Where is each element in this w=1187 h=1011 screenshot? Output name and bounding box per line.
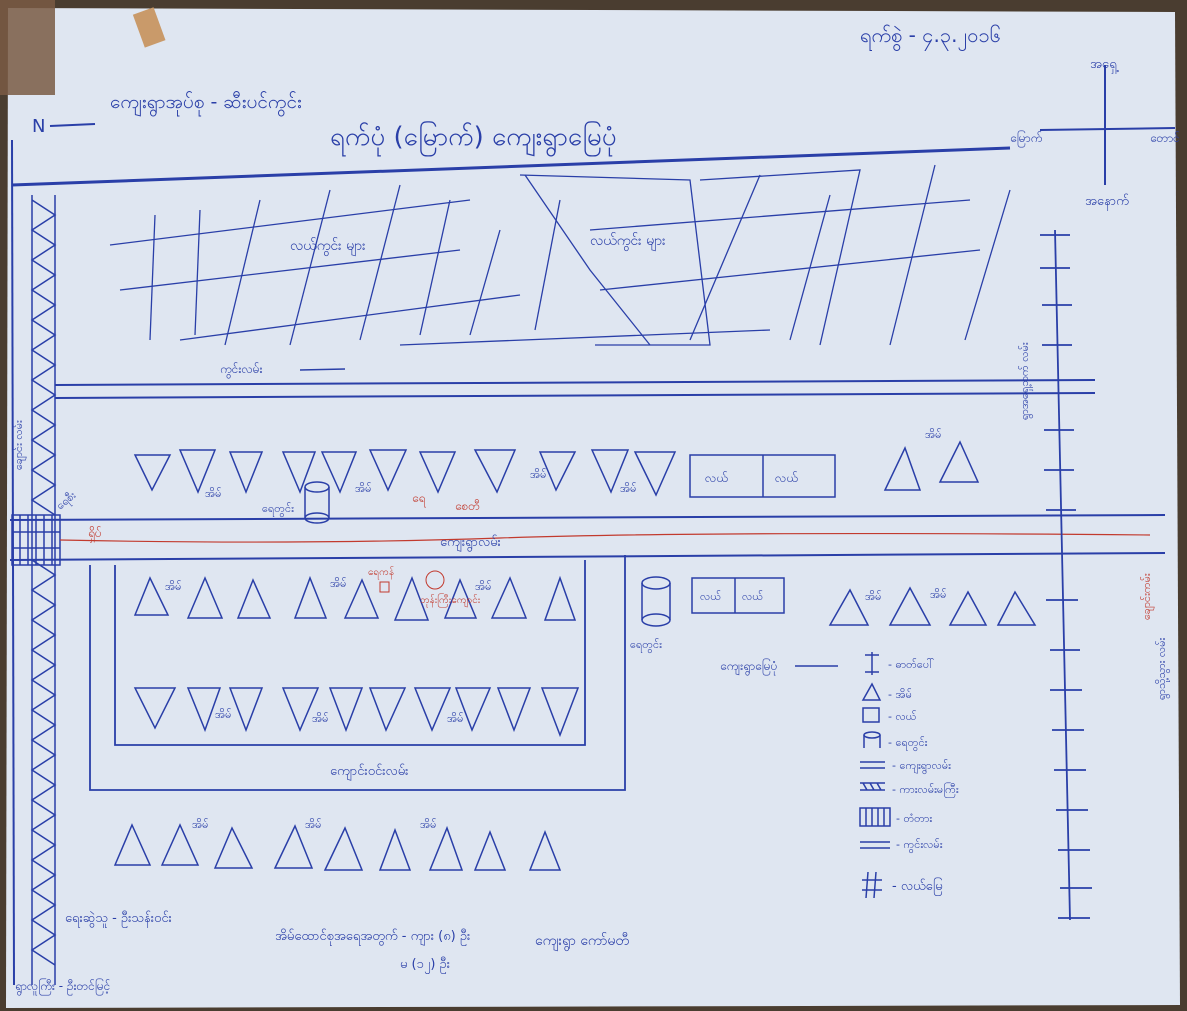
red-right-label: ချောင်းကမ်း xyxy=(1140,573,1155,620)
village-road-label: ကျေးရွာလမ်း xyxy=(440,534,501,552)
legend-title: ကျေးရွာမြေပုံ xyxy=(720,657,778,676)
footer-verified: ကျေးရွာ ကော်မတီ xyxy=(535,933,629,951)
house-label-r2: အိမ် xyxy=(865,590,881,603)
red-well-label: ရေကန် xyxy=(368,565,394,580)
field-road-line xyxy=(54,379,1096,399)
farmland-label-right: လယ်ကွင်း များ xyxy=(590,233,666,251)
footer-drawn-by: ရေးဆွဲသူ - ဦးသန်းဝင်း xyxy=(65,910,172,928)
house-label-3: အိမ် xyxy=(530,468,546,481)
legend-label-6: - တံတား xyxy=(896,812,932,825)
compass-rose xyxy=(1039,65,1176,185)
right-vertical-label: ရွာအရှေ့ဘက် လမ်း xyxy=(1018,342,1033,420)
footer-households: အိမ်ထောင်စုအရေအတွက် - ကျား (၈) ဦး xyxy=(275,928,470,946)
houses-row-1 xyxy=(133,449,677,497)
well-icon xyxy=(304,481,330,524)
monastery-icon xyxy=(425,570,445,590)
house-label-10: အိမ် xyxy=(447,712,463,725)
red-road-label: ရှိပ် xyxy=(88,525,102,543)
north-arrow-icon xyxy=(49,123,96,127)
house-label-5: အိမ် xyxy=(165,580,181,593)
fields-row-2 xyxy=(691,577,785,614)
well-label-2: ရေတွင်း xyxy=(630,638,662,653)
top-frame-line xyxy=(11,146,1011,187)
field-2b: လယ် xyxy=(742,590,763,603)
thumb xyxy=(0,0,55,95)
legend-label-5: - ကားလမ်းမကြီး xyxy=(892,782,959,798)
house-label-13: အိမ် xyxy=(420,818,436,831)
house-label-8: အိမ် xyxy=(215,708,231,721)
houses-row-1-right xyxy=(883,440,980,491)
monastery-label: ဘုန်းကြီးကျောင်း xyxy=(420,592,481,608)
red-road-line xyxy=(59,532,1151,543)
legend-symbols xyxy=(859,652,891,899)
well-icon-2 xyxy=(641,576,671,627)
legend-label-2: - လယ် xyxy=(888,710,917,723)
fields-row-1 xyxy=(689,454,836,498)
map-date: ရက်စွဲ - ၄.၃.၂၀၁၆ xyxy=(860,23,1001,51)
legend-label-3: - ရေတွင်း xyxy=(888,736,928,751)
compass-right: တောင် xyxy=(1150,130,1180,145)
compass-top: အရှေ့ xyxy=(1090,57,1119,74)
footer-responsible: ရွာလူကြီး - ဦးတင်မြင့် xyxy=(15,977,110,996)
houses-row-3 xyxy=(133,687,580,738)
north-arrow-label: N xyxy=(32,116,45,137)
legend-label-1: - အိမ် xyxy=(888,688,912,701)
school-label: ရေ xyxy=(412,491,426,508)
farmland-grid xyxy=(109,164,1011,346)
lower-block-label: ကျောင်းဝင်းလမ်း xyxy=(330,763,408,781)
map-title: ရက်ပုံ (မြောက်) ကျေးရွာမြေပုံ xyxy=(330,119,617,157)
house-label-r3: အိမ် xyxy=(930,588,946,601)
compass-left: မြောက် xyxy=(1010,129,1042,148)
well-label-1: ရေတွင်း xyxy=(262,502,294,517)
red-small-box xyxy=(379,581,390,593)
legend-label-4: - ကျေးရွာလမ်း xyxy=(892,759,951,774)
houses-row-4 xyxy=(113,823,562,871)
monastery-compound xyxy=(89,555,626,791)
cigarette xyxy=(132,7,166,48)
pagoda-label: စေတီ xyxy=(455,498,480,513)
legend-label-8: - လယ်မြေ xyxy=(892,877,943,896)
house-label-12: အိမ် xyxy=(305,818,321,831)
house-label-r1: အိမ် xyxy=(925,428,941,441)
house-label-9: အိမ် xyxy=(312,712,328,725)
house-label-1: အိမ် xyxy=(205,487,221,500)
left-river-label: ချောင်း လမ်း xyxy=(12,420,27,470)
legend-label-7: - ကွင်းလမ်း xyxy=(896,838,943,853)
field-road-label: ကွင်းလမ်း xyxy=(220,361,263,379)
village-main-road xyxy=(9,514,1166,561)
field-2a: လယ် xyxy=(700,590,721,603)
house-label-4: အိမ် xyxy=(620,482,636,495)
field-1a: လယ် xyxy=(705,470,728,485)
farmland-label-left: လယ်ကွင်း များ xyxy=(290,238,366,256)
houses-row-2-right xyxy=(828,586,1037,626)
house-label-11: အိမ် xyxy=(192,818,208,831)
house-label-2: အိမ် xyxy=(355,482,371,495)
house-label-7: အိမ် xyxy=(475,580,491,593)
field-1b: လယ် xyxy=(775,470,798,485)
house-label-6: အိမ် xyxy=(330,577,346,590)
legend-label-0: - ဓာတ်ပေါ် xyxy=(888,658,934,671)
power-line xyxy=(1040,229,1092,921)
footer-households-line2: မ (၁၂) ဦး xyxy=(400,956,450,974)
village-tract-name: ကျေးရွာအုပ်စု - ဆီးပင်ကွင်း xyxy=(110,90,302,117)
houses-row-2 xyxy=(133,575,577,621)
hatched-highway xyxy=(30,195,57,985)
right-margin-label: ရွာသို့သွား လမ်း xyxy=(1155,637,1170,700)
paper-sheet xyxy=(6,8,1180,1008)
left-frame-line xyxy=(11,139,15,986)
compass-bottom: အနောက် xyxy=(1085,193,1129,211)
field-road-arrow xyxy=(299,368,346,371)
